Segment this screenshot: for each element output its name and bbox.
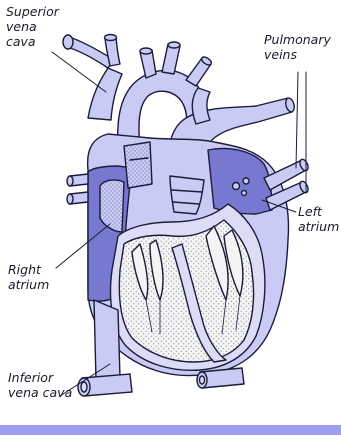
inferior-vena-cava-vessel [94,300,120,380]
right-atrium-wall [100,180,124,232]
label-superior-vena-cava-line3: cava [6,34,59,49]
pulmonary-artery-left [192,88,210,124]
aorta-branch-2 [162,44,180,74]
label-inferior-vena-cava-line1: Inferior [8,370,72,385]
pulmonary-vein-opening-2 [243,178,249,184]
label-right-atrium-line2: atrium [8,277,49,292]
label-inferior-vena-cava-line2: vena cava [8,385,72,400]
label-superior-vena-cava-line1: Superior [6,4,59,19]
label-superior-vena-cava-line2: vena [6,19,59,34]
label-superior-vena-cava: Superior vena cava [6,4,59,49]
label-right-atrium: Right atrium [8,262,49,292]
footer-bar [0,425,341,435]
label-inferior-vena-cava: Inferior vena cava [8,370,72,400]
svc-entrance [124,142,152,188]
label-left-atrium: Left atrium [298,204,339,234]
label-left-atrium-line2: atrium [298,219,339,234]
label-pulmonary-veins: Pulmonary veins [264,32,331,62]
label-left-atrium-line1: Left [298,204,339,219]
svc-branch-left-opening [63,35,73,49]
label-pulmonary-veins-line1: Pulmonary [264,32,331,47]
svc-branch-up-opening [105,35,117,41]
pulmonary-vein-opening-1 [233,183,240,190]
aortic-column [170,176,204,214]
label-pulmonary-veins-line2: veins [264,47,331,62]
label-right-atrium-line1: Right [8,262,49,277]
superior-vena-cava-vessel [88,68,122,120]
pulmonary-vein-opening-3 [242,191,247,196]
